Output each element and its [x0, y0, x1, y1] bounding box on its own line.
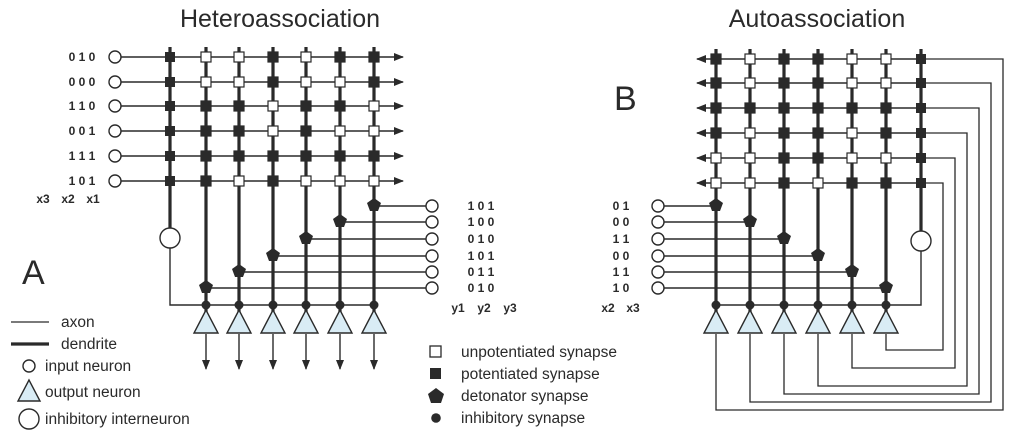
heteroassociation-network — [108, 47, 439, 370]
unpotentiated-synapse-square-icon — [429, 345, 442, 358]
legend-label: potentiated synapse — [461, 366, 600, 383]
hetero-input-pattern: 0 0 1 — [69, 124, 96, 138]
auto-input-pattern: 0 1 — [613, 199, 630, 213]
legend-left: axon dendrite input neuron output neuron… — [11, 314, 190, 430]
auto-input-patterns: 0 1 0 0 1 1 0 0 1 1 1 0 x2 x3 — [601, 199, 640, 315]
hetero-input-patterns: 0 1 0 0 0 0 1 1 0 0 0 1 1 1 1 1 0 1 x3 x… — [36, 50, 100, 206]
panel-label-a: A — [22, 254, 45, 292]
hetero-input-pattern: 1 1 0 — [69, 99, 96, 113]
auto-input-pattern: 1 0 — [613, 281, 630, 295]
input-axis-label-x1: x1 — [86, 192, 100, 206]
autoassociation-network — [651, 49, 1004, 411]
heteroassociation-title: Heteroassociation — [180, 5, 380, 33]
hetero-output-pattern: 1 0 1 — [468, 199, 495, 213]
auto-axis-label-x3: x3 — [626, 301, 640, 315]
legend-label: output neuron — [45, 384, 141, 401]
hetero-input-pattern: 0 1 0 — [69, 50, 96, 64]
auto-input-pattern: 0 0 — [613, 215, 630, 229]
detonator-synapse-pentagon-icon — [428, 388, 444, 403]
hetero-input-pattern: 1 0 1 — [69, 174, 96, 188]
inhibitory-interneuron-circle-icon — [18, 408, 40, 430]
legend-right: unpotentiated synapse potentiated synaps… — [428, 344, 617, 427]
legend-label: axon — [61, 314, 95, 331]
hetero-input-pattern: 0 0 0 — [69, 75, 96, 89]
auto-input-pattern: 0 0 — [613, 249, 630, 263]
input-neuron-circle-icon — [22, 359, 36, 373]
autoassociation-title: Autoassociation — [729, 5, 906, 33]
legend-label: input neuron — [45, 358, 131, 375]
hetero-output-pattern: 1 0 0 — [468, 215, 495, 229]
auto-input-pattern: 1 1 — [613, 265, 630, 279]
panel-label-b: B — [614, 80, 637, 118]
hetero-output-pattern: 1 0 1 — [468, 249, 495, 263]
legend-label: detonator synapse — [461, 388, 589, 405]
hetero-input-pattern: 1 1 1 — [69, 149, 96, 163]
hetero-output-pattern: 0 1 0 — [468, 232, 495, 246]
legend-label: inhibitory synapse — [461, 410, 585, 427]
hetero-output-pattern: 0 1 1 — [468, 265, 495, 279]
legend-label: unpotentiated synapse — [461, 344, 617, 361]
output-axis-label-y1: y1 — [451, 301, 465, 315]
inhibitory-synapse-dot-icon — [431, 413, 441, 423]
hetero-inhibitory-interneuron — [159, 227, 181, 249]
hetero-output-pattern: 0 1 0 — [468, 281, 495, 295]
auto-axis-label-x2: x2 — [601, 301, 615, 315]
output-axis-label-y2: y2 — [477, 301, 491, 315]
legend-label: inhibitory interneuron — [45, 411, 190, 428]
legend-label: dendrite — [61, 336, 117, 353]
output-axis-label-y3: y3 — [503, 301, 517, 315]
input-axis-label-x2: x2 — [61, 192, 75, 206]
output-neuron-triangle-icon — [16, 378, 42, 402]
hetero-output-patterns: 1 0 1 1 0 0 0 1 0 1 0 1 0 1 1 0 1 0 y1 y… — [451, 199, 517, 315]
potentiated-synapse-square-icon — [430, 368, 441, 379]
auto-input-pattern: 1 1 — [613, 232, 630, 246]
input-axis-label-x3: x3 — [36, 192, 50, 206]
auto-inhibitory-interneuron — [910, 230, 932, 252]
